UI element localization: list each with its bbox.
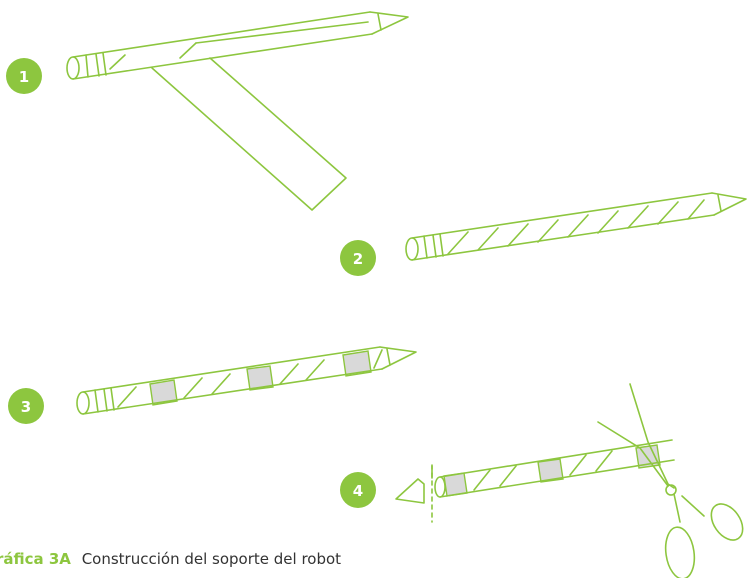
figure-caption: ráfica 3A Construcción del soporte del r… [0, 550, 341, 568]
pencil-1 [67, 12, 408, 79]
step-1-illustration [67, 12, 408, 210]
pencil-tip-piece [396, 479, 424, 503]
step-3-illustration [77, 347, 416, 414]
pencil-3 [77, 347, 416, 414]
step-number-4: 4 [353, 482, 363, 500]
caption-text: Construcción del soporte del robot [82, 550, 341, 568]
step-4-illustration [396, 384, 749, 578]
step-number-2: 2 [353, 250, 363, 268]
step-number-1: 1 [19, 68, 29, 86]
paper-strip [152, 58, 346, 210]
step-badge-4: 4 [340, 472, 376, 508]
pencil-2 [406, 193, 746, 260]
caption-label: ráfica 3A [0, 550, 71, 568]
step-2-illustration [406, 193, 746, 260]
step-badge-1: 1 [6, 58, 42, 94]
pencil-4 [432, 440, 674, 497]
scissors-icon [598, 384, 749, 578]
step-badge-3: 3 [8, 388, 44, 424]
step-badge-2: 2 [340, 240, 376, 276]
step-number-3: 3 [21, 398, 31, 416]
